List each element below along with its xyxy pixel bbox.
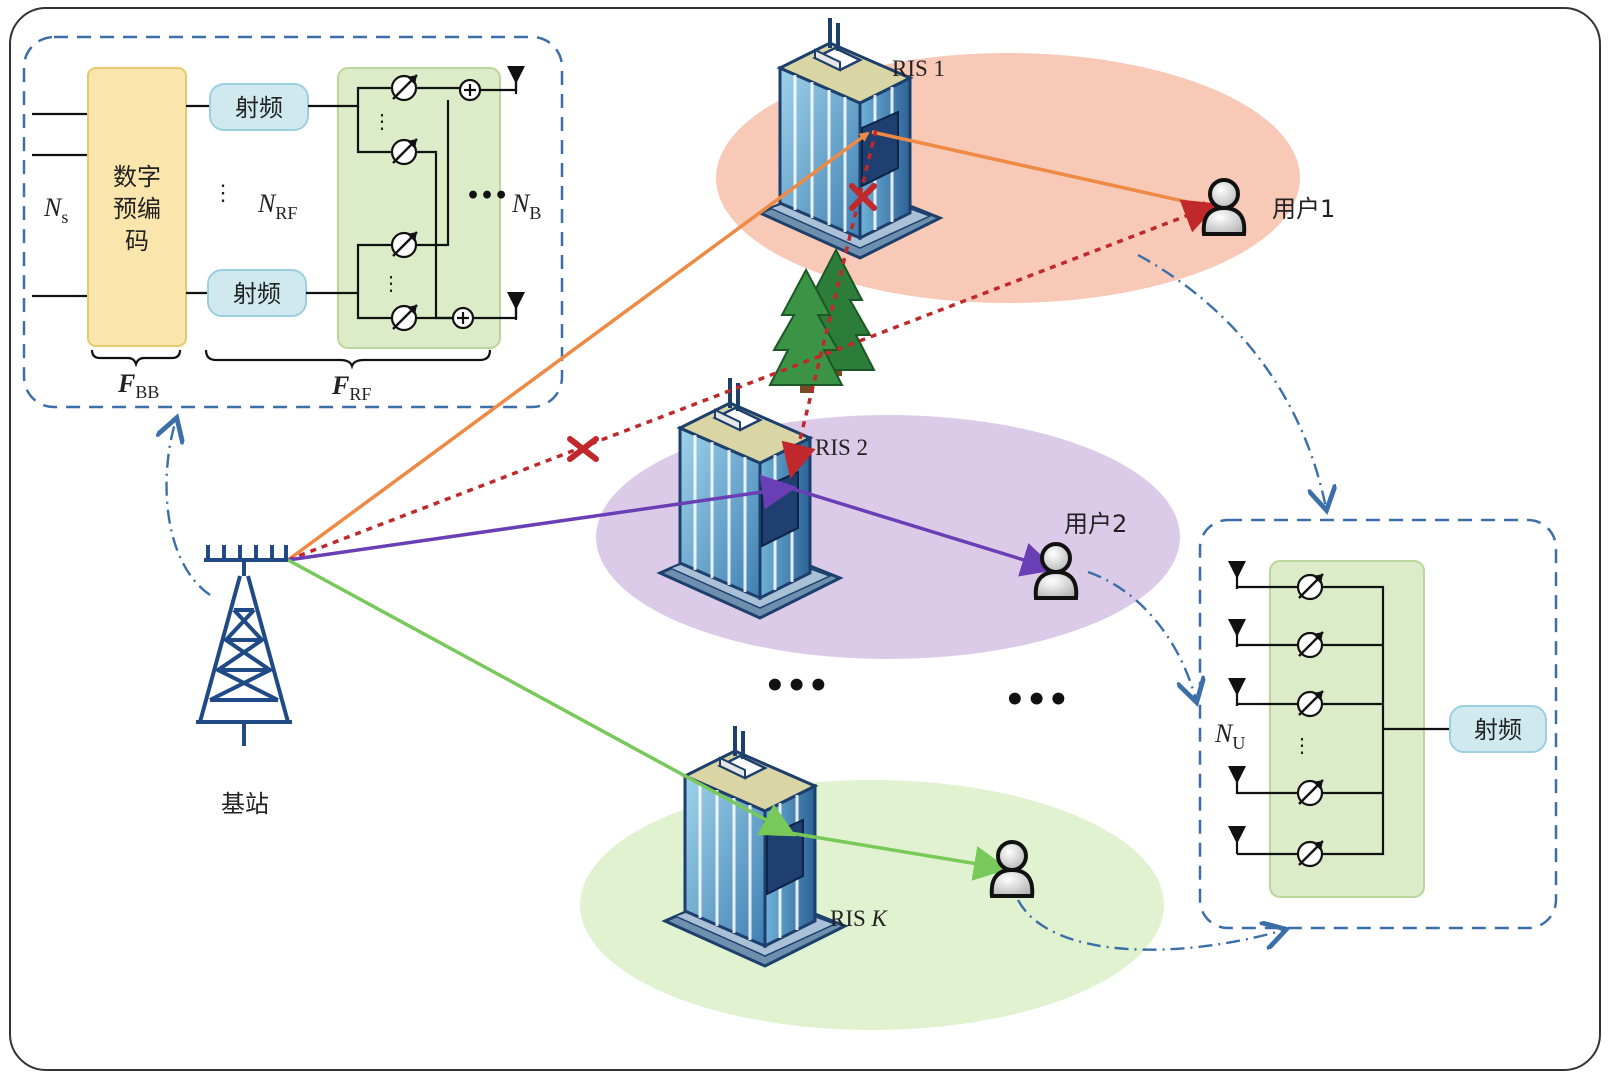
- digital-precoder-box: [87, 67, 187, 347]
- blocked-x-icon-2: [849, 183, 877, 211]
- feedback-arrow-userk-to-rx: [1016, 899, 1284, 951]
- base-station-tower-icon: [196, 545, 292, 746]
- link-bs-ris1: [286, 131, 870, 562]
- feedback-arrow-user2-to-rx: [1087, 570, 1196, 700]
- rf-vertical-dots: ⋮: [212, 181, 234, 206]
- rx-rf-chain-box: [1449, 705, 1547, 753]
- tree-obstacle-icon: [768, 247, 876, 393]
- link-bs-risk: [287, 558, 797, 837]
- ris2-label: RIS 2: [815, 435, 868, 460]
- blocked-x-icon-1: [567, 436, 599, 462]
- feedback-arrow-bs-to-tx: [167, 420, 211, 596]
- feedback-arrow-user1-to-rx: [1137, 253, 1326, 508]
- rf-chain-label-1: 射频: [235, 94, 283, 122]
- nb-dots: •••: [466, 183, 508, 209]
- digital-precoder-label-2: 预编: [113, 195, 161, 223]
- fbb-label: FBB: [117, 369, 159, 402]
- transmitter-dashed-border: [22, 35, 564, 409]
- svg-text:⋮: ⋮: [381, 271, 401, 295]
- link-ris2-user2: [789, 486, 1057, 577]
- blocked-link-ris1-ris2: [781, 129, 878, 479]
- nrf-label: NRF: [257, 189, 297, 223]
- blocked-link-bs-user1: [287, 199, 1219, 562]
- base-station-label: 基站: [221, 790, 269, 818]
- receiver-dashed-border: [1198, 518, 1558, 930]
- receiver-block: ⋮ NU 射频: [1198, 518, 1558, 930]
- link-ris1-user1: [871, 130, 1212, 211]
- frf-label: FRF: [331, 371, 371, 404]
- user1-label: 用户1: [1272, 195, 1335, 223]
- svg-text:⋮: ⋮: [372, 109, 392, 133]
- transmitter-block: Ns 数字 预编 码 ⋮ 射频 射频 NRF ⋮ ⋮: [22, 35, 564, 409]
- digital-precoder-label-1: 数字: [113, 163, 161, 191]
- svg-text:⋮: ⋮: [1292, 733, 1312, 757]
- risk-label: RIS K: [830, 906, 889, 931]
- user-ellipsis: •••: [1004, 680, 1069, 720]
- rf-chain-label-2: 射频: [233, 280, 281, 308]
- digital-precoder-label-3: 码: [125, 227, 149, 255]
- nb-label: NB: [511, 189, 541, 223]
- ris-ellipsis: •••: [764, 666, 829, 706]
- rx-rf-chain-label: 射频: [1474, 716, 1522, 744]
- ns-label: Ns: [43, 193, 68, 227]
- nu-label: NU: [1214, 719, 1245, 753]
- ris1-label: RIS 1: [892, 56, 945, 81]
- analog-precoder-box: [337, 67, 501, 349]
- link-bs-ris2: [287, 474, 797, 562]
- link-risk-userk: [789, 831, 1009, 881]
- risk-coverage-zone: [580, 780, 1164, 1030]
- user2-label: 用户2: [1064, 510, 1127, 538]
